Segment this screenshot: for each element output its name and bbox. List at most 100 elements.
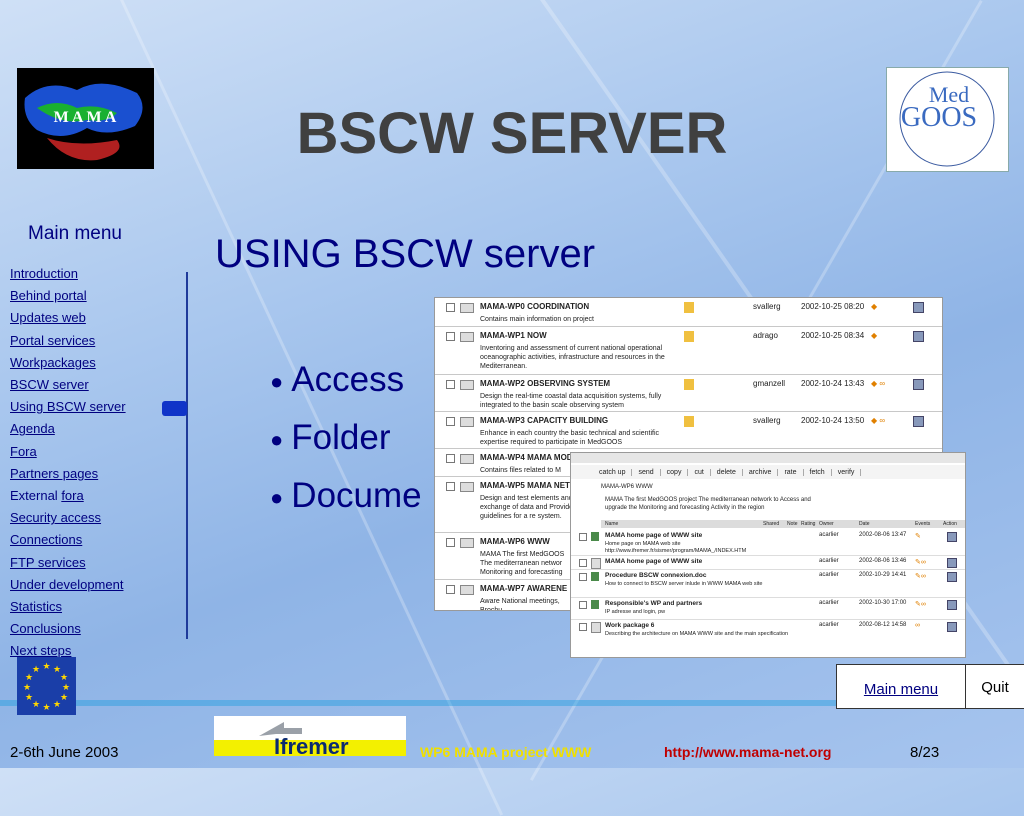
- toolbar-fetch: fetch: [804, 468, 832, 476]
- row-desc: Contains main information on project: [480, 316, 595, 323]
- row-date: 2002-10-30 17:00: [859, 600, 907, 606]
- row-desc: How to connect to BSCW server inlude in …: [605, 581, 763, 587]
- row-owner: acarlier: [819, 572, 839, 578]
- sidebar-item-statistics[interactable]: Statistics: [10, 599, 63, 615]
- action-icon: [913, 379, 924, 390]
- svg-text:★: ★: [60, 693, 68, 703]
- sidebar-item-conclusions[interactable]: Conclusions: [10, 621, 81, 637]
- sidebar-heading: Main menu: [28, 223, 122, 244]
- row-name: MAMA-WP2 OBSERVING SYSTEM: [480, 379, 611, 388]
- svg-text:★: ★: [32, 665, 40, 675]
- row-checkbox: [579, 601, 587, 609]
- row-checkbox: [579, 573, 587, 581]
- toolbar-delete: delete: [711, 468, 743, 476]
- toolbar-archive: archive: [743, 468, 779, 476]
- row-name: MAMA-WP4 MAMA MODEL: [480, 453, 583, 462]
- slide-title: BSCW SERVER: [296, 101, 728, 166]
- row-checkbox: [446, 538, 455, 547]
- sidebar-item-updates-web[interactable]: Updates web: [10, 310, 86, 326]
- toolbar-rate: rate: [778, 468, 804, 476]
- sidebar-item-fora[interactable]: Fora: [10, 443, 37, 459]
- svg-text:★: ★: [62, 683, 70, 693]
- quit-button[interactable]: Quit: [965, 664, 1024, 709]
- row-desc: Aware National meetings, Brochu: [480, 598, 560, 611]
- main-menu-button[interactable]: Main menu: [836, 664, 966, 709]
- eu-flag-logo: ★★★ ★★★ ★★★ ★★★: [17, 657, 76, 715]
- folder-name: MAMA-WP6 WWW: [601, 484, 653, 490]
- action-icon: [947, 600, 957, 610]
- folder-desc: MAMA The first MedGOOS project The medit…: [605, 497, 811, 511]
- row-desc: Contains files related to M: [480, 467, 561, 474]
- event-icon: ◆ ∞: [871, 416, 886, 425]
- folder-icon: [460, 303, 474, 313]
- mama-logo: M A M A: [17, 68, 154, 169]
- footer-page-number: 8/23: [910, 744, 940, 761]
- doc-icon: [684, 331, 694, 342]
- action-icon: [947, 622, 957, 632]
- row-name: MAMA-WP0 COORDINATION: [480, 302, 590, 311]
- row-name: MAMA home page of WWW site: [605, 558, 703, 565]
- event-icon: ✎∞: [915, 559, 926, 566]
- row-checkbox: [446, 482, 455, 491]
- footer-date: 2-6th June 2003: [10, 744, 119, 761]
- doc-icon: [684, 416, 694, 427]
- event-icon: ∞: [915, 622, 920, 629]
- bullet-item: ●Docume: [270, 476, 422, 534]
- svg-text:★: ★: [53, 700, 61, 710]
- row-date: 2002-10-24 13:43: [801, 379, 865, 388]
- row-checkbox: [579, 623, 587, 631]
- row-checkbox: [446, 332, 455, 341]
- sidebar-item-bscw-server[interactable]: BSCW server: [10, 377, 89, 393]
- row-name: MAMA home page of WWW site: [605, 532, 703, 539]
- table-row: Responsible's WP and partners IP adresse…: [571, 597, 965, 620]
- event-icon: ✎∞: [915, 573, 926, 580]
- folder-icon: [460, 380, 474, 390]
- sidebar-item-next-steps[interactable]: Next steps: [10, 643, 72, 659]
- row-name: Responsible's WP and partners: [605, 600, 703, 607]
- action-icon: [913, 302, 924, 313]
- row-name: Work package 6: [605, 622, 655, 629]
- sidebar-item-workpackages[interactable]: Workpackages: [10, 354, 96, 370]
- row-desc: Design the real-time coastal data acquis…: [480, 393, 662, 409]
- row-desc: Home page on MAMA web site http://www.if…: [605, 541, 747, 554]
- url-icon: [591, 532, 599, 541]
- row-desc: MAMA The first MedGOOS The mediterranean…: [480, 551, 565, 576]
- row-owner: acarlier: [819, 532, 839, 538]
- sidebar-item-introduction[interactable]: Introduction: [10, 266, 78, 281]
- table-row: MAMA-WP0 COORDINATION Contains main info…: [435, 298, 942, 327]
- row-date: 2002-08-06 13:47: [859, 532, 907, 538]
- sidebar-item-partners-pages[interactable]: Partners pages: [10, 465, 99, 481]
- bullet-dot-icon: ●: [270, 484, 284, 510]
- sidebar-item-under-development[interactable]: Under development: [10, 576, 124, 592]
- bscw-wp6-folder-screenshot: catch up send copy cut delete archive ra…: [570, 452, 966, 658]
- sidebar-item-security-access[interactable]: Security access: [10, 510, 102, 526]
- slide-subtitle: USING BSCW server: [215, 232, 596, 276]
- doc-icon: [684, 379, 694, 390]
- ifremer-arrow-icon: [259, 722, 302, 736]
- sidebar-item-agenda[interactable]: Agenda: [10, 421, 55, 437]
- event-icon: ✎: [915, 533, 921, 540]
- row-checkbox: [446, 454, 455, 463]
- sidebar-external-fora-link[interactable]: fora: [61, 488, 84, 504]
- doc-file-icon: [591, 600, 599, 609]
- svg-text:★: ★: [60, 673, 68, 683]
- sidebar-item-portal-services[interactable]: Portal services: [10, 332, 96, 348]
- sidebar-item-behind-portal[interactable]: Behind portal: [10, 288, 87, 304]
- folder-icon: [591, 622, 601, 633]
- row-checkbox: [579, 533, 587, 541]
- medgoos-logo-top-text: Med: [929, 82, 969, 107]
- row-date: 2002-10-25 08:20: [801, 302, 865, 311]
- row-desc: IP adresse and login, pw: [605, 609, 666, 615]
- row-owner: acarlier: [819, 558, 839, 564]
- background-streak: [0, 700, 1024, 706]
- sidebar-item-connections[interactable]: Connections: [10, 532, 83, 548]
- footer-url[interactable]: http://www.mama-net.org: [664, 744, 832, 760]
- sidebar-menu: Introduction Behind portal Updates web P…: [10, 263, 126, 663]
- bullet-dot-icon: ●: [270, 426, 284, 452]
- footer-project: WP6 MAMA project WWW: [420, 744, 592, 760]
- row-desc: Enhance in each country the basic techni…: [480, 430, 659, 446]
- event-icon: ◆: [871, 302, 878, 311]
- sidebar-item-ftp-services[interactable]: FTP services: [10, 554, 86, 570]
- sidebar-item-using-bscw-server[interactable]: Using BSCW server: [10, 399, 126, 415]
- row-owner: svallerg: [753, 416, 781, 425]
